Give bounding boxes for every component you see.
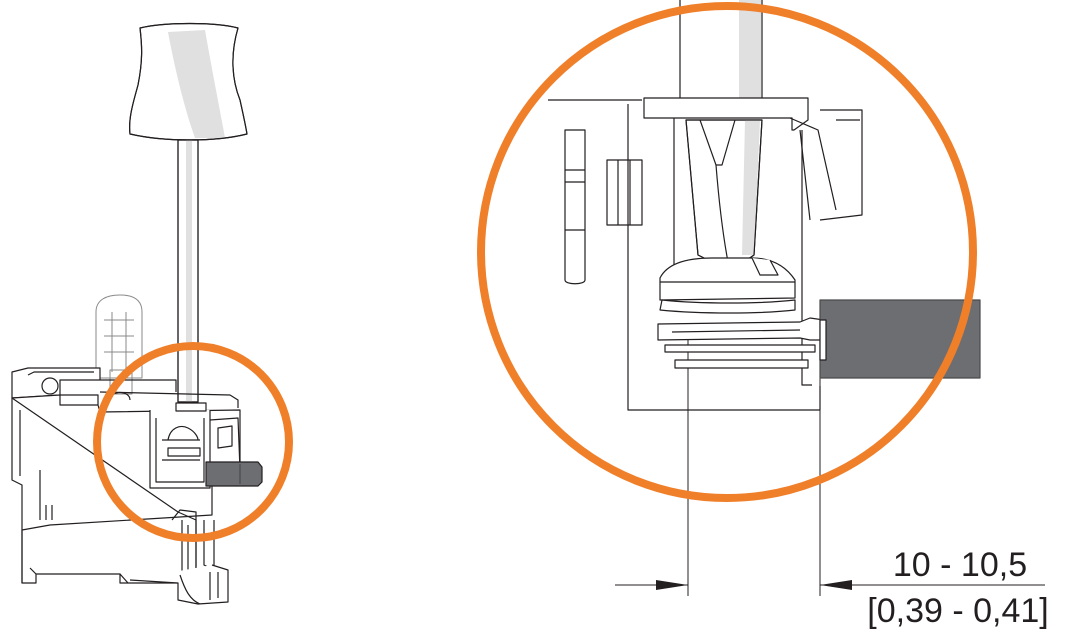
detail-wire xyxy=(819,299,981,379)
detail-highlight-circle xyxy=(93,342,293,542)
detail-screw-head xyxy=(659,257,796,314)
lamp-cap xyxy=(95,294,143,395)
screwdriver-shaft xyxy=(177,139,199,403)
dimension-extension-lines xyxy=(687,338,821,596)
dimension-annotation: 10 - 10,5 [0,39 - 0,41] xyxy=(615,546,1049,630)
detail-view-circle xyxy=(477,2,977,502)
detail-housing xyxy=(548,99,863,411)
dimension-metric-label: 10 - 10,5 xyxy=(893,546,1027,584)
detail-view xyxy=(548,0,981,596)
dimension-arrow-left xyxy=(656,580,688,590)
dimension-arrow-right xyxy=(820,580,852,590)
detail-screwdriver xyxy=(679,0,763,263)
dimension-imperial-label: [0,39 - 0,41] xyxy=(867,592,1048,630)
screwdriver-handle xyxy=(129,22,248,141)
detail-clamp xyxy=(657,317,825,369)
overview-wire xyxy=(205,461,263,487)
